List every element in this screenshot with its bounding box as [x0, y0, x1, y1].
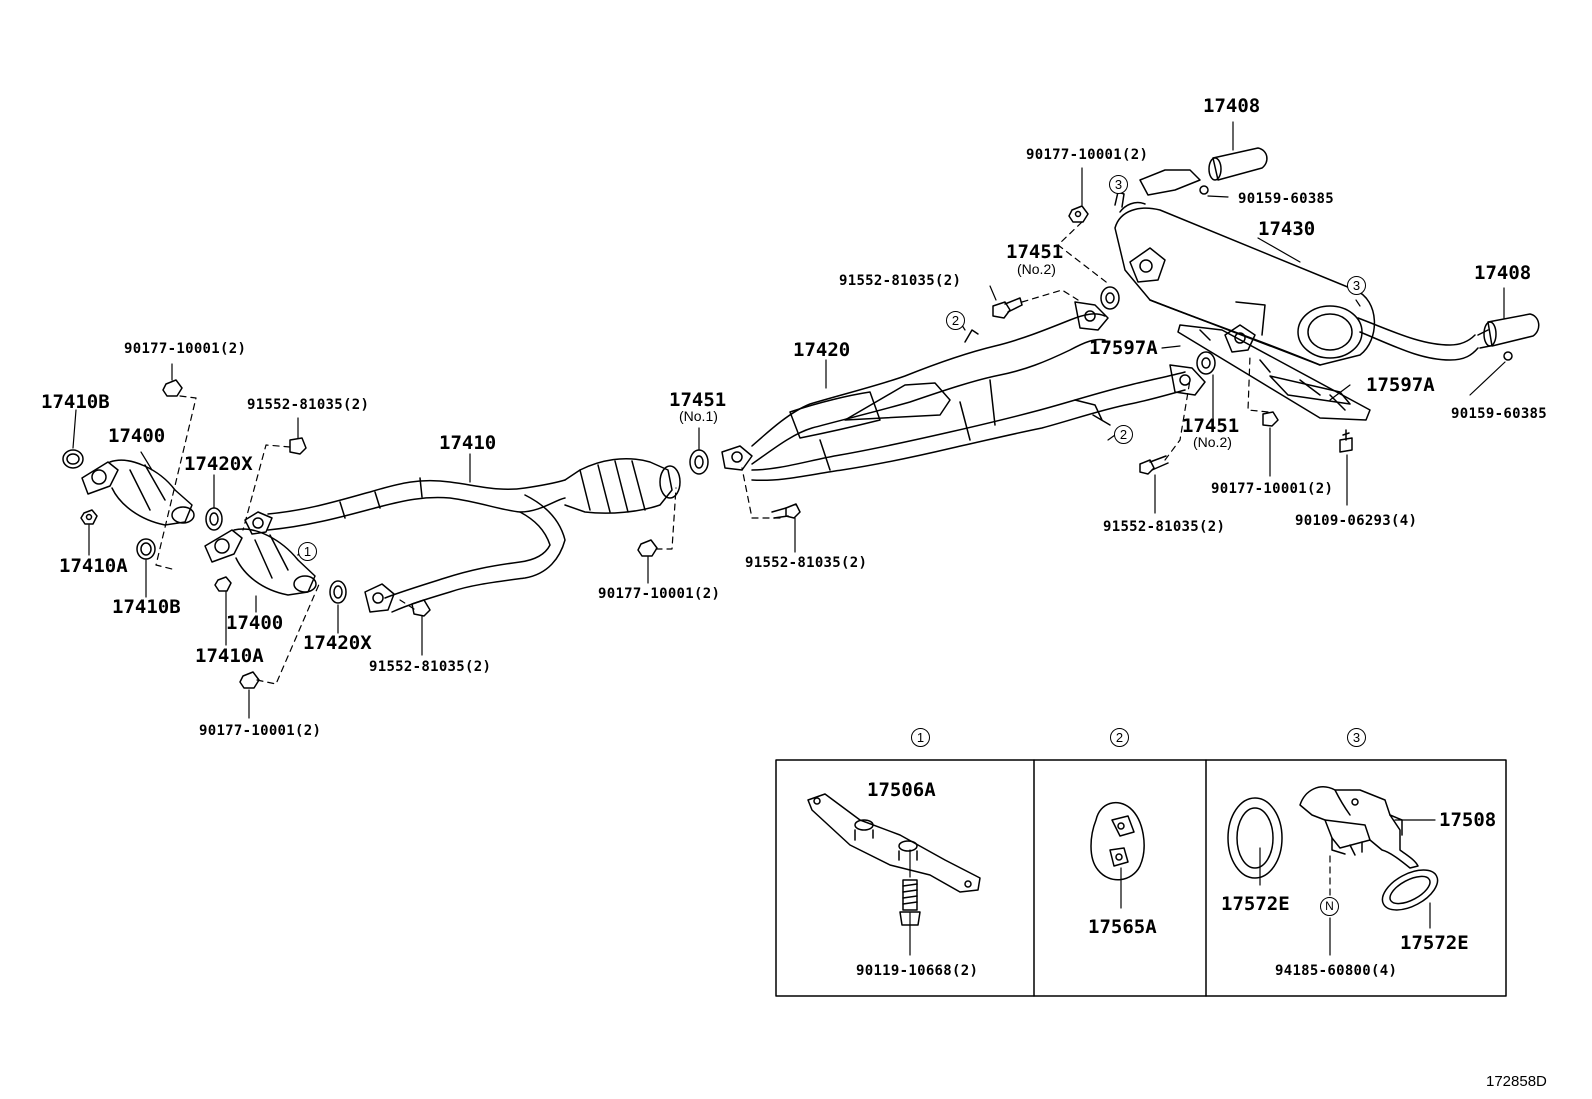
heat-insulator-17597a [1177, 324, 1371, 421]
tailpipe-tip-17408-right [1483, 313, 1540, 347]
label-17451-upper-sub: (No.2) [1017, 261, 1056, 277]
pn-90159-right: 90159-60385 [1451, 406, 1548, 422]
gasket-17410b-top [62, 449, 84, 469]
pn-90119: 90119-10668(2) [856, 963, 979, 979]
callout-2-upper: 2 [946, 311, 965, 330]
hanger-17565a [1090, 801, 1145, 881]
bolt-90119 [899, 879, 921, 926]
label-17410: 17410 [439, 432, 497, 454]
nut-90177-left [162, 379, 183, 397]
label-17400-top: 17400 [108, 425, 166, 447]
nut-17410a-bottom [214, 576, 232, 592]
label-17597a-left: 17597A [1089, 337, 1158, 359]
center-pipe-17420 [721, 301, 1206, 482]
muffler-17430 [1114, 169, 1479, 366]
nut-90177-mid [637, 539, 658, 557]
gasket-17420x-bottom [329, 580, 347, 604]
label-17597a-right: 17597A [1366, 374, 1435, 396]
label-17410a-left: 17410A [59, 555, 128, 577]
pn-90177-left: 90177-10001(2) [124, 341, 247, 357]
inset-header-1: 1 [911, 728, 930, 747]
gasket-17451-no2-lower [1196, 351, 1216, 375]
bracket-17506a [807, 793, 981, 893]
callout-3-muffler: 3 [1347, 276, 1366, 295]
label-17572e-left: 17572E [1221, 893, 1290, 915]
reference-code: 172858D [1486, 1073, 1547, 1090]
bolt-91552-bottom [411, 599, 431, 617]
nut-17410a-left [80, 509, 98, 525]
gasket-17572e-right [1381, 869, 1439, 911]
inset-header-3: 3 [1347, 728, 1366, 747]
nut-90177-right [1262, 411, 1279, 427]
pn-94185: 94185-60800(4) [1275, 963, 1398, 979]
pn-91552-upper: 91552-81035(2) [839, 273, 962, 289]
gasket-17420x-top [205, 507, 223, 531]
label-17451-lower-sub: (No.2) [1193, 434, 1232, 450]
label-17451-mid: 17451 [669, 389, 727, 411]
nut-90159-top [1199, 185, 1209, 195]
pn-91552-mid: 91552-81035(2) [745, 555, 868, 571]
pn-90159-top: 90159-60385 [1238, 191, 1335, 207]
pn-90177-bottom: 90177-10001(2) [199, 723, 322, 739]
bolt-91552-upper [992, 297, 1023, 319]
callout-2-lower: 2 [1114, 425, 1133, 444]
pn-91552-bottom: 91552-81035(2) [369, 659, 492, 675]
label-17408-right: 17408 [1474, 262, 1532, 284]
label-17410a-bottom: 17410A [195, 645, 264, 667]
pn-91552-left: 91552-81035(2) [247, 397, 370, 413]
pn-90177-mid: 90177-10001(2) [598, 586, 721, 602]
label-17420: 17420 [793, 339, 851, 361]
bracket-17508 [1299, 786, 1419, 869]
label-17451-upper: 17451 [1006, 241, 1064, 263]
bolt-91552-lower-right [1139, 455, 1169, 475]
bolt-91552-mid [771, 503, 801, 519]
catalytic-converter-lower [204, 528, 317, 596]
label-17451-lower: 17451 [1182, 415, 1240, 437]
label-17506a: 17506A [867, 779, 936, 801]
callout-3-top: 3 [1109, 175, 1128, 194]
bolt-91552-left [289, 437, 307, 455]
gasket-17451-no2-upper [1100, 286, 1120, 310]
gasket-17451-no1 [689, 449, 709, 475]
nut-90177-top [1068, 205, 1089, 223]
pn-90109: 90109-06293(4) [1295, 513, 1418, 529]
callout-1-main: 1 [298, 542, 317, 561]
tailpipe-tip-17408-top [1208, 147, 1268, 181]
label-17451-mid-sub: (No.1) [679, 408, 718, 424]
label-17410b-top: 17410B [41, 391, 110, 413]
front-pipe-17410 [244, 457, 681, 613]
nut-90177-bottom [239, 671, 260, 689]
marker-n: N [1320, 897, 1339, 916]
label-17572e-right: 17572E [1400, 932, 1469, 954]
label-17420x-bottom: 17420X [303, 632, 372, 654]
label-17420x-top: 17420X [184, 453, 253, 475]
gasket-17410b-bottom [136, 538, 156, 560]
label-17400-bottom: 17400 [226, 612, 284, 634]
pn-90177-right: 90177-10001(2) [1211, 481, 1334, 497]
pn-90177-top: 90177-10001(2) [1026, 147, 1149, 163]
label-17408-top: 17408 [1203, 95, 1261, 117]
label-17508: 17508 [1439, 809, 1497, 831]
nut-90159-right [1503, 351, 1513, 361]
bolt-90109 [1339, 429, 1353, 453]
label-17410b-bottom: 17410B [112, 596, 181, 618]
catalytic-converter-upper [81, 459, 195, 526]
inset-panel [775, 759, 1507, 997]
label-17565a: 17565A [1088, 916, 1157, 938]
inset-header-2: 2 [1110, 728, 1129, 747]
label-17430: 17430 [1258, 218, 1316, 240]
pn-91552-lower-right: 91552-81035(2) [1103, 519, 1226, 535]
gasket-17572e-left [1227, 797, 1283, 879]
